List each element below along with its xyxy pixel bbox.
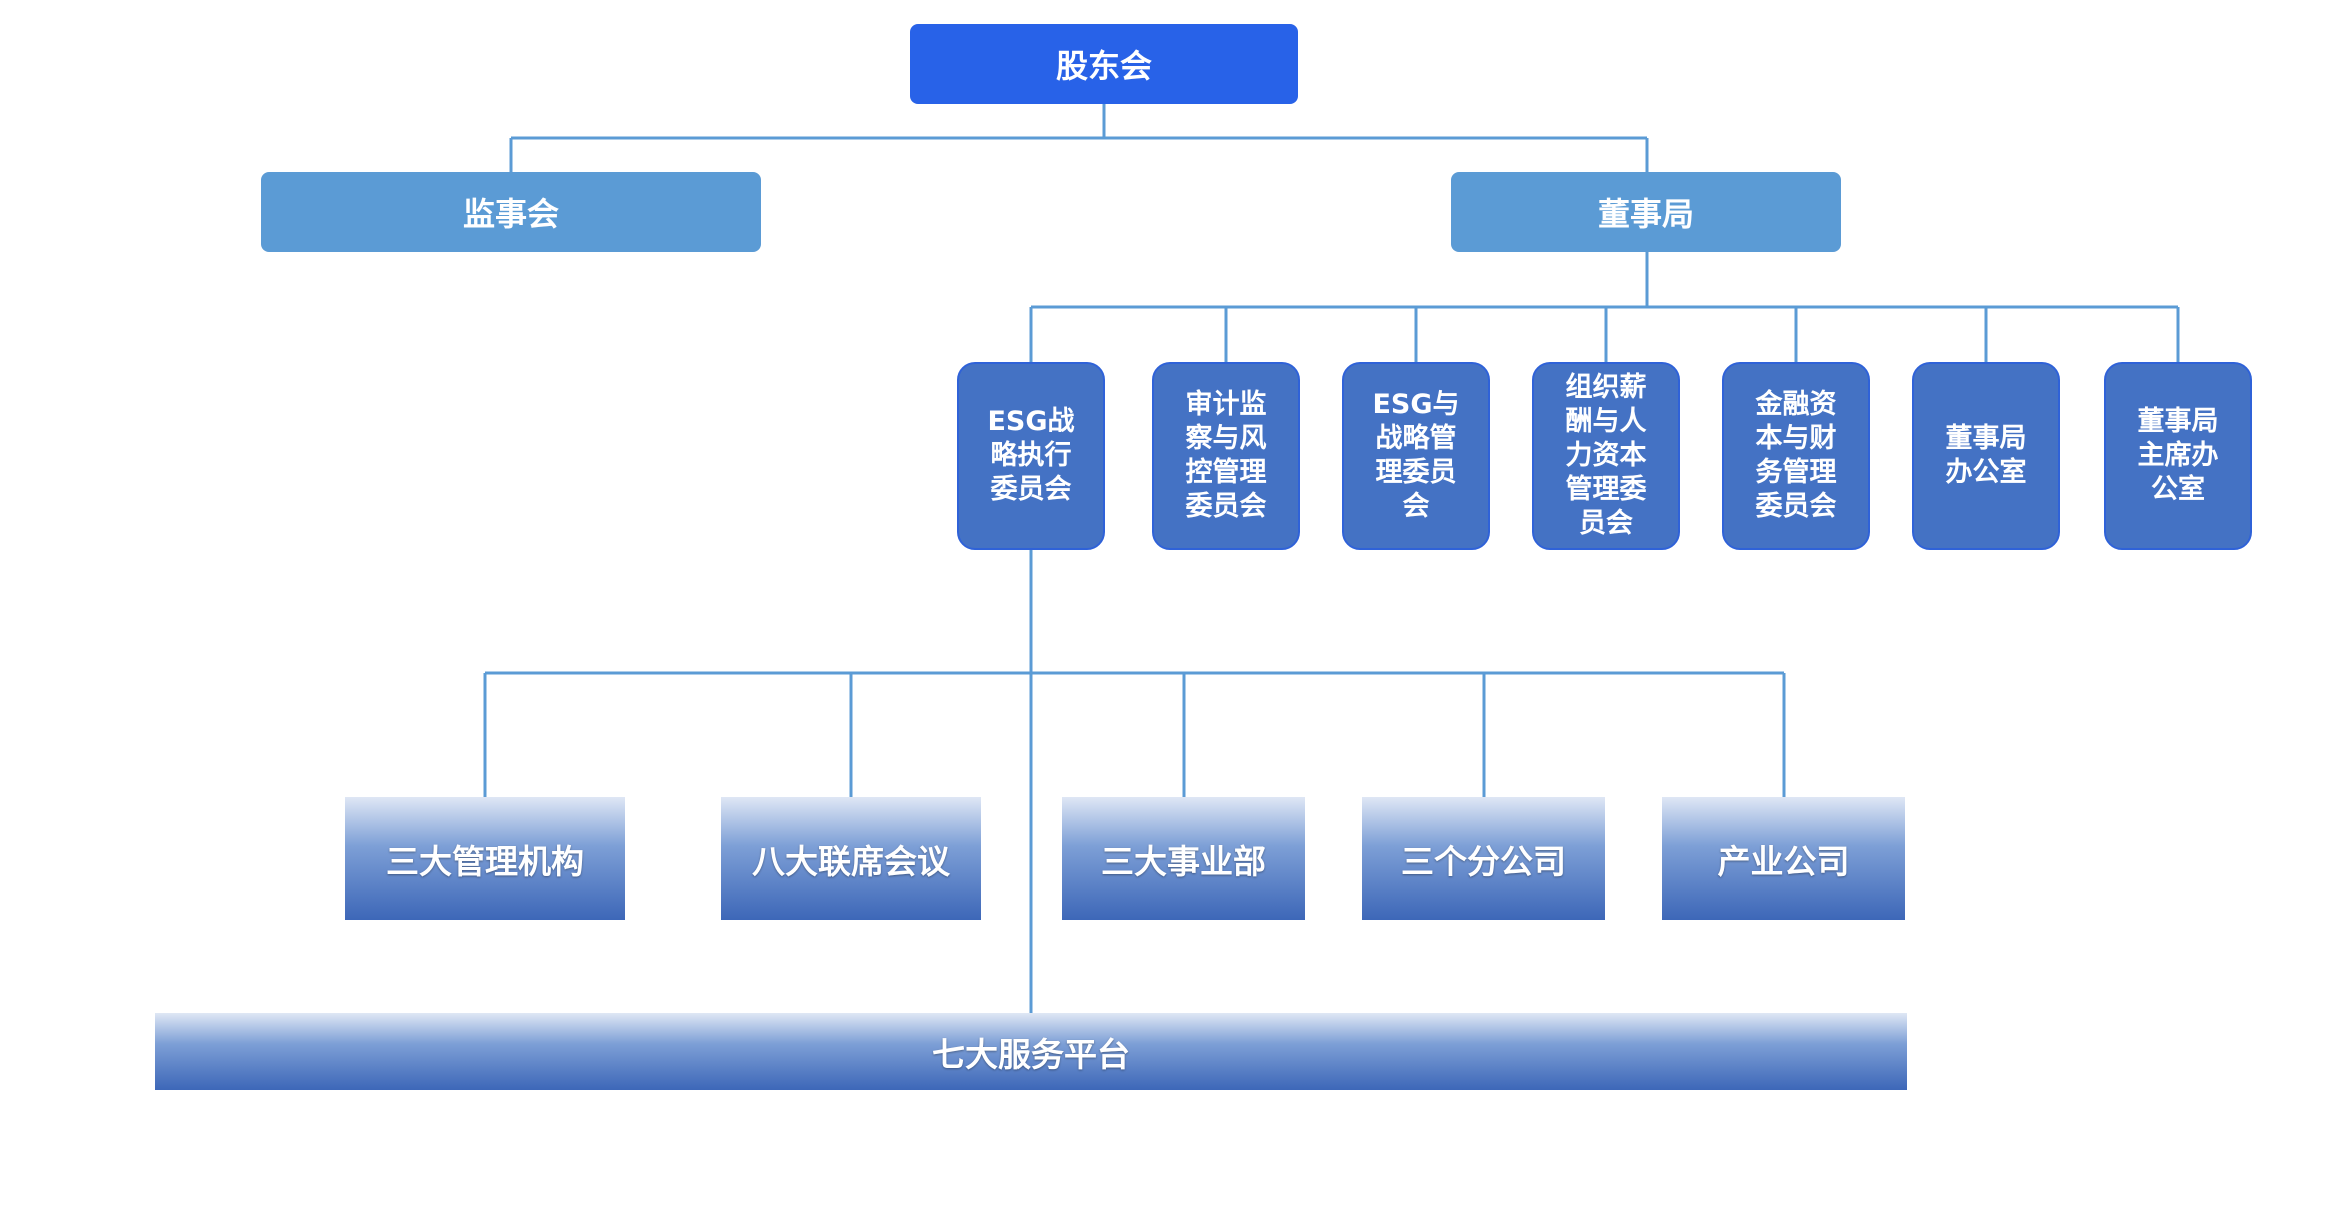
shareholders-meeting-node: 股东会 [910, 24, 1298, 104]
node-label: 产业公司 [1717, 841, 1850, 881]
committee-node-compensation-hr: 组织薪 酬与人 力资本 管理委 员会 [1532, 362, 1680, 550]
node-label: 三个分公司 [1401, 841, 1566, 881]
node-label: 监事会 [462, 195, 559, 233]
committee-node-esg-strategy: ESG与 战略管 理委员 会 [1342, 362, 1490, 550]
board-of-directors-node: 董事局 [1451, 172, 1841, 252]
node-label: 七大服务平台 [932, 1034, 1130, 1074]
unit-node-joint-meetings: 八大联席会议 [721, 797, 981, 920]
unit-node-management-institutions: 三大管理机构 [345, 797, 625, 920]
committee-node-esg-execution: ESG战 略执行 委员会 [957, 362, 1105, 550]
node-label: 董事局 [1597, 195, 1694, 233]
node-label: ESG与 战略管 理委员 会 [1372, 389, 1460, 522]
node-label: 三大管理机构 [386, 841, 584, 881]
unit-node-branch-offices: 三个分公司 [1362, 797, 1605, 920]
node-label: 审计监 察与风 控管理 委员会 [1185, 389, 1267, 522]
node-label: 金融资 本与财 务管理 委员会 [1755, 389, 1837, 522]
node-label: ESG战 略执行 委员会 [987, 406, 1075, 505]
supervisory-board-node: 监事会 [261, 172, 761, 252]
committee-node-board-office: 董事局 办公室 [1912, 362, 2060, 550]
node-label: 董事局 主席办 公室 [2137, 406, 2219, 505]
committee-node-chairman-office: 董事局 主席办 公室 [2104, 362, 2252, 550]
node-label: 八大联席会议 [752, 841, 950, 881]
committee-node-audit-risk: 审计监 察与风 控管理 委员会 [1152, 362, 1300, 550]
unit-node-industrial-companies: 产业公司 [1662, 797, 1905, 920]
node-label: 三大事业部 [1101, 841, 1266, 881]
node-label: 组织薪 酬与人 力资本 管理委 员会 [1565, 372, 1647, 539]
service-platform-bar: 七大服务平台 [155, 1013, 1907, 1090]
unit-node-business-divisions: 三大事业部 [1062, 797, 1305, 920]
node-label: 股东会 [1055, 47, 1152, 85]
committee-node-finance: 金融资 本与财 务管理 委员会 [1722, 362, 1870, 550]
node-label: 董事局 办公室 [1945, 423, 2027, 488]
